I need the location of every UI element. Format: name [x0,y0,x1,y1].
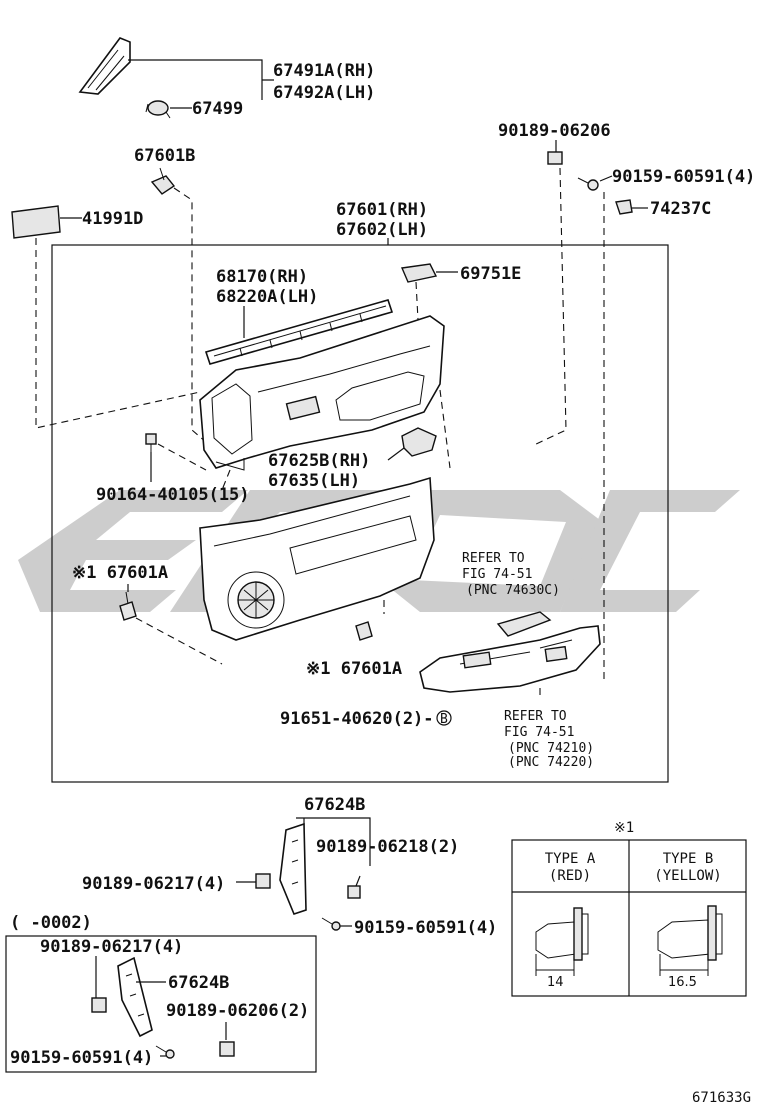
label-67601a-right: ※1 67601A [306,659,402,679]
type-b-title: TYPE B [663,851,714,867]
type-b-color: (YELLOW) [654,868,721,884]
clip-90189-06218-part [347,885,361,899]
bracket-67624b-top-part [279,822,307,915]
label-90189-06206: 90189-06206 [498,121,611,141]
refer2-line1: REFER TO [504,709,567,724]
label-67625b: 67625B(RH) [268,451,370,471]
label-90189-06206-2: 90189-06206(2) [166,1001,309,1021]
clip-69751e-part [400,263,438,283]
label-90189-06218: 90189-06218(2) [316,837,459,857]
trim-strip-68170-part [204,299,394,365]
refer1-line2: FIG 74-51 [462,567,532,582]
clip-74237c-part [615,199,633,215]
leader-90189-06218 [355,875,361,887]
label-67602lh: 67602(LH) [336,220,428,240]
label-90189-06217-top: 90189-06217(4) [82,874,225,894]
door-panel-upper-part [199,315,445,471]
leader-67491a [128,59,274,100]
label-67499: 67499 [192,99,243,119]
label-67635: 67635(LH) [268,471,360,491]
circle-b-letter: B [440,712,448,727]
leader-90159-top [599,175,613,182]
label-41991d: 41991D [82,209,143,229]
dash-upper-panel [221,389,451,491]
label-90159-60591-top: 90159-60591(4) [612,167,755,187]
type-table-note-mark: ※1 [614,820,634,836]
type-a-dimension: 14 [547,975,564,990]
clip-90164-part [145,433,157,452]
label-90159-60591-bottom: 90159-60591(4) [10,1048,153,1068]
sub-assembly-box [5,935,317,1073]
clip-type-b-drawing [657,905,723,976]
dash-top-right-1 [531,167,567,447]
label-67601rh: 67601(RH) [336,200,428,220]
assembly-frame [51,244,669,783]
dash-67601b [173,187,223,457]
dash-67601a-left [135,617,223,665]
label-67601a-left: ※1 67601A [72,563,168,583]
refer2-line3: (PNC 74210) [508,741,594,756]
circle-b-marker [436,710,452,726]
pad-41991d-part [11,205,61,239]
clip-90189-06217-part-bottom [91,997,107,1013]
door-panel-lower-part [199,476,435,641]
type-a-title: TYPE A [545,851,596,867]
label-74237c: 74237C [650,199,711,219]
label-69751e: 69751E [460,264,521,284]
clip-90189-06206-part-bottom [219,1041,235,1057]
dash-41991d [35,238,201,429]
label-68170: 68170(RH) [216,267,308,287]
label-90189-06217-bottom: 90189-06217(4) [40,937,183,957]
type-b-dimension: 16.5 [668,975,697,990]
bracket-67625b-part [401,427,437,457]
label-67492a: 67492A(LH) [273,83,375,103]
diagram-code: 671633G [692,1090,751,1106]
screw-90159-part-bottom [155,1045,175,1059]
range-label: ( -0002) [10,913,92,933]
refer1-line1: REFER TO [462,551,525,566]
label-91651: 91651-40620(2)- [280,709,434,729]
clip-67601a-right-part [355,621,373,641]
clip-67601b-part [150,167,176,195]
clip-67601a-left-part [119,591,137,621]
label-68220a: 68220A(LH) [216,287,318,307]
refer1-line3: (PNC 74630C) [466,583,560,598]
screw-90159-part-top [577,177,599,191]
trim-74630c-part [496,611,552,637]
clip-90189-06217-part-top [255,873,271,889]
dash-69751e [415,281,419,321]
clip-90189-06206-part [547,151,563,165]
clip-type-a-drawing [535,907,589,976]
label-67624b-bottom: 67624B [168,973,229,993]
label-90164: 90164-40105(15) [96,485,250,505]
leader-67625b [387,447,405,461]
refer2-line2: FIG 74-51 [504,725,574,740]
label-90159-60591-mid: 90159-60591(4) [354,918,497,938]
label-67624b-top: 67624B [304,795,365,815]
type-a-color: (RED) [549,868,591,884]
label-67491a: 67491A(RH) [273,61,375,81]
dash-90164 [157,443,207,471]
label-67601b: 67601B [134,146,195,166]
corner-cover-part [78,37,131,95]
bracket-67624b-bottom-part [117,956,153,1038]
refer2-line4: (PNC 74220) [508,755,594,770]
clip-67499-part [145,100,171,119]
armrest-part [419,625,601,693]
screw-90159-part-mid [321,917,341,931]
